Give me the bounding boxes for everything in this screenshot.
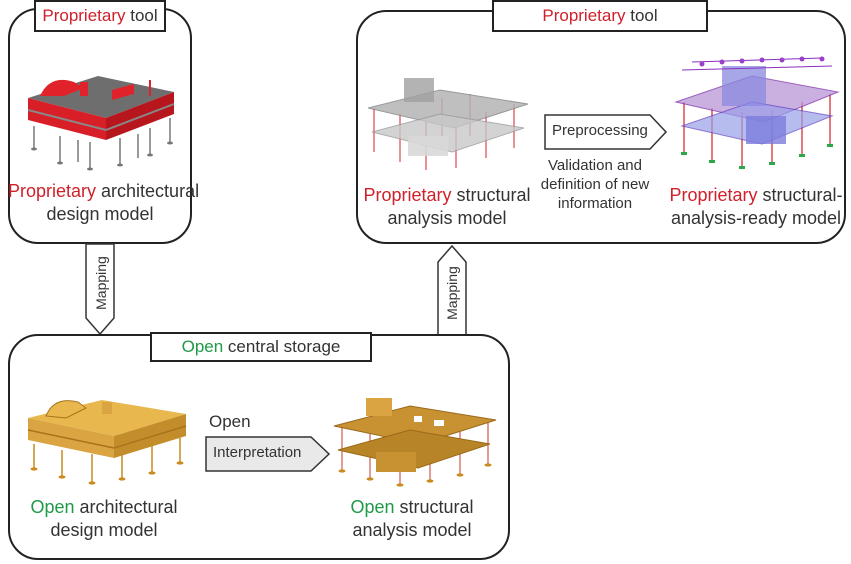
- proprietary-tool-title-left: Proprietary tool: [34, 0, 166, 32]
- proprietary-analysis-ready-caption: Proprietary structural- analysis-ready m…: [669, 185, 843, 228]
- proprietary-structural-caption: Proprietary structural analysis model: [363, 185, 531, 228]
- proprietary-architectural-caption: Proprietary architectural design model: [8, 181, 200, 224]
- preprocessing-note: Validation and definition of new informa…: [540, 157, 650, 212]
- open-structural-caption: Open structural analysis model: [350, 497, 474, 540]
- open-architectural-caption: Open architectural design model: [30, 497, 178, 540]
- mapping-down-arrow: [85, 243, 115, 336]
- proprietary-tool-title-right: Proprietary tool: [492, 0, 708, 32]
- preprocessing-label: Preprocessing: [552, 122, 648, 139]
- mapping-right-label: Mapping: [444, 266, 460, 320]
- mapping-left-label: Mapping: [93, 256, 109, 310]
- interpretation-arrow: [205, 436, 331, 472]
- proprietary-structural-model-image: [367, 78, 529, 170]
- open-structural-model-image: [333, 398, 497, 487]
- open-architectural-model-image: [27, 400, 187, 485]
- open-central-storage-title: Open central storage: [150, 332, 372, 362]
- open-interpretation-prefix: Open: [209, 412, 251, 431]
- preprocessing-arrow: [544, 114, 668, 150]
- proprietary-architectural-model-image: [27, 76, 175, 171]
- proprietary-analysis-ready-model-image: [674, 56, 840, 169]
- interpretation-label: Interpretation: [213, 444, 302, 461]
